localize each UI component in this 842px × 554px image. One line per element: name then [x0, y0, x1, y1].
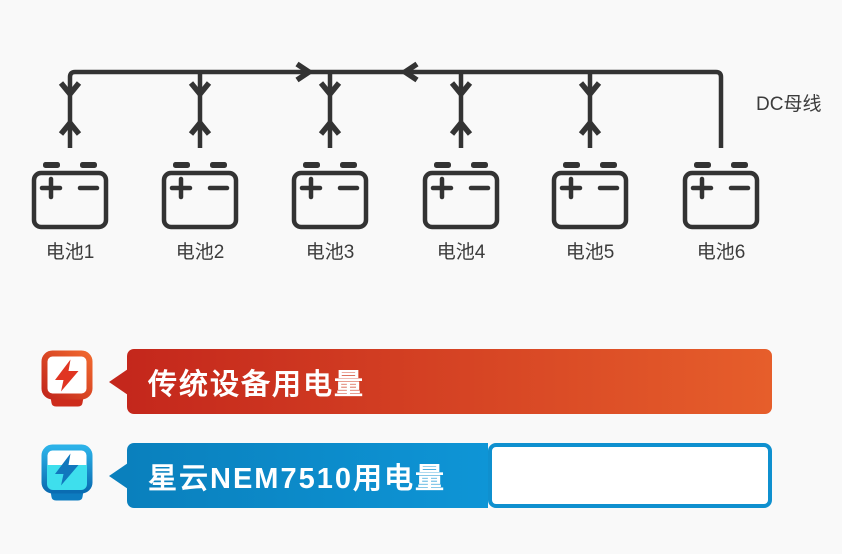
dc-bus-line: [67, 69, 724, 148]
power-meter-lightning-icon: [41, 444, 93, 501]
battery-icon: [294, 162, 366, 227]
battery-label: 电池5: [566, 241, 615, 263]
bar-notch-icon: [109, 368, 128, 395]
bar-label: 传统设备用电量: [148, 368, 366, 401]
battery-label: 电池1: [46, 241, 95, 263]
bar-fill: [127, 443, 489, 508]
dc-bus-diagram: 电池1 电池2 电池3 电池4 电池5 电池6 DC母线: [0, 61, 821, 263]
battery-5: 电池5: [554, 162, 626, 263]
dc-bus-label: DC母线: [756, 93, 821, 115]
bar-label: 星云NEM7510用电量: [148, 462, 446, 495]
battery-icon: [425, 162, 497, 227]
battery-4: 电池4: [425, 162, 497, 263]
legend-row-nebula: 星云NEM7510用电量: [0, 442, 842, 512]
battery-icon: [164, 162, 236, 227]
battery-2: 电池2: [164, 162, 236, 263]
bus-arrow-left-icon: [400, 61, 419, 83]
battery-label: 电池4: [437, 241, 486, 263]
bus-arrow-right-icon: [295, 61, 314, 83]
battery-icon: [685, 162, 757, 227]
bar-nebula: 星云NEM7510用电量: [109, 443, 772, 508]
bar-unfilled: [488, 443, 772, 508]
battery-icon: [554, 162, 626, 227]
bar-fill: [127, 349, 772, 414]
bar-notch-icon: [109, 462, 128, 489]
battery-icon: [34, 162, 106, 227]
battery-1: 电池1: [34, 162, 106, 263]
battery-3: 电池3: [294, 162, 366, 263]
battery-6: 电池6: [685, 162, 757, 263]
lightning-icon: [55, 359, 79, 392]
battery-label: 电池6: [697, 241, 746, 263]
legend-row-traditional: 传统设备用电量: [0, 348, 842, 418]
power-meter-lightning-icon: [41, 350, 93, 407]
lightning-icon: [55, 453, 79, 486]
battery-label: 电池2: [176, 241, 225, 263]
battery-label: 电池3: [306, 241, 355, 263]
bar-traditional: 传统设备用电量: [109, 349, 772, 414]
